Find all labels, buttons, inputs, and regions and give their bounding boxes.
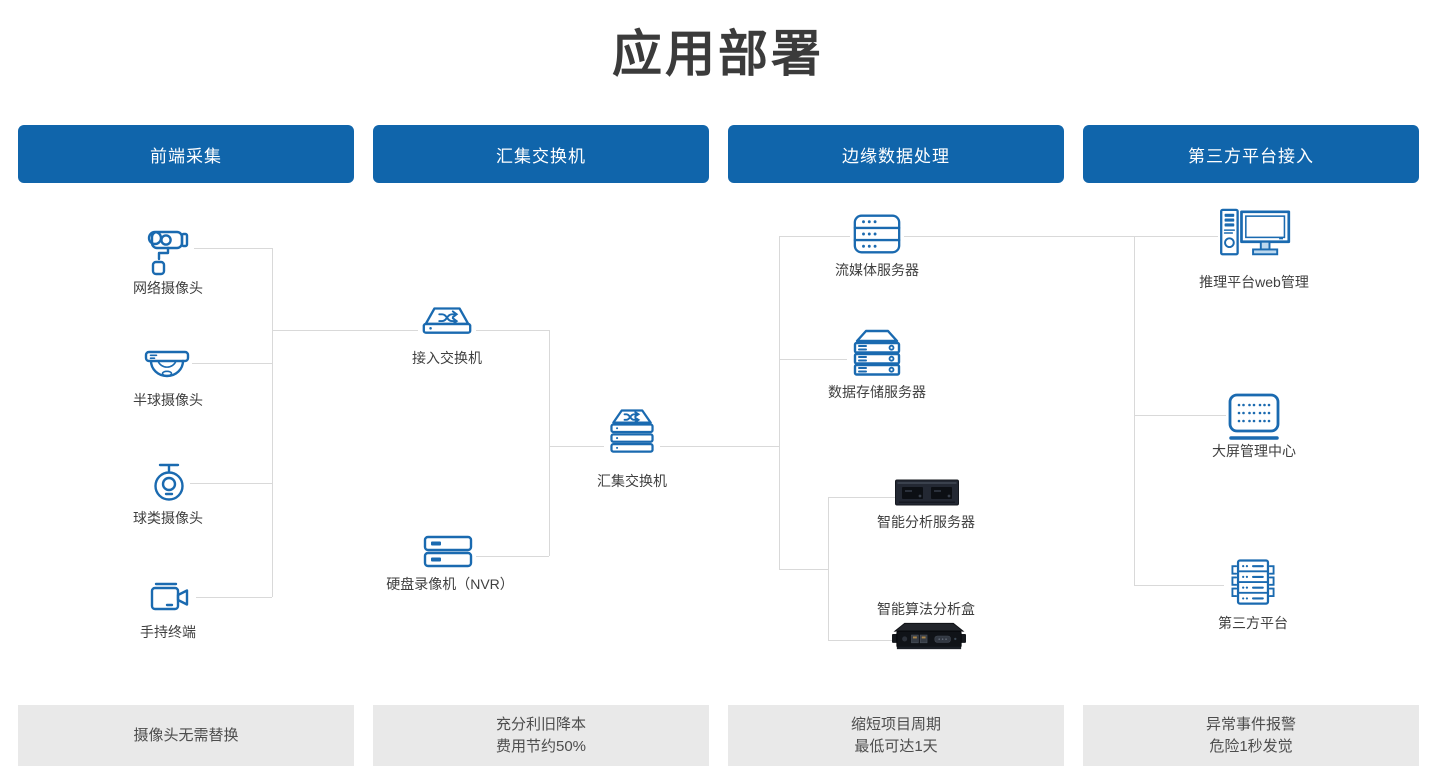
nvr-icon <box>420 534 476 570</box>
connector-line <box>1134 585 1224 586</box>
footer-line: 费用节约50% <box>495 737 587 755</box>
analysis-box-image <box>892 618 966 654</box>
page-title: 应用部署 <box>612 26 824 82</box>
inference-web-icon <box>1218 206 1292 262</box>
node-label-analysis-server: 智能分析服务器 <box>877 514 975 530</box>
footer-line: 缩短项目周期 <box>850 715 941 733</box>
header-aggregation-switch: 汇集交换机 <box>373 125 709 183</box>
node-label-inference-web: 推理平台web管理 <box>1199 274 1309 290</box>
connector-line <box>904 236 1134 237</box>
ball-camera-icon <box>146 460 192 508</box>
footer-line: 最低可达1天 <box>854 737 938 755</box>
connector-line <box>549 446 604 447</box>
streaming-server-icon <box>850 210 904 258</box>
footer-line: 充分利旧降本 <box>495 715 586 733</box>
connector-line <box>272 248 273 597</box>
node-label-handheld-terminal: 手持终端 <box>140 624 196 640</box>
node-label-aggregation-switch: 汇集交换机 <box>597 473 667 489</box>
connector-line <box>194 248 272 249</box>
connector-line <box>1134 236 1218 237</box>
node-label-nvr: 硬盘录像机（NVR） <box>386 576 514 592</box>
footer-edge-processing: 缩短项目周期 最低可达1天 <box>728 705 1064 766</box>
connector-line <box>190 483 272 484</box>
footer-line: 摄像头无需替换 <box>133 726 239 744</box>
connector-line <box>779 359 847 360</box>
footer-front-collection: 摄像头无需替换 <box>18 705 354 766</box>
node-label-storage-server: 数据存储服务器 <box>828 384 926 400</box>
dome-camera-icon <box>142 344 194 388</box>
connector-line <box>779 569 828 570</box>
header-third-party-access: 第三方平台接入 <box>1083 125 1419 183</box>
connector-line <box>1134 236 1135 585</box>
node-label-big-screen: 大屏管理中心 <box>1212 443 1296 459</box>
connector-line <box>828 497 829 641</box>
connector-line <box>779 236 780 570</box>
connector-line <box>828 497 895 498</box>
third-party-icon <box>1224 556 1282 610</box>
analysis-server-image <box>895 478 959 508</box>
footer-aggregation-switch: 充分利旧降本 费用节约50% <box>373 705 709 766</box>
node-label-dome-camera: 半球摄像头 <box>133 392 203 408</box>
node-label-network-camera: 网络摄像头 <box>133 280 203 296</box>
connector-line <box>1134 415 1226 416</box>
big-screen-icon <box>1226 392 1282 442</box>
node-label-third-party: 第三方平台 <box>1218 615 1288 631</box>
footer-line: 危险1秒发觉 <box>1209 737 1293 755</box>
connector-line <box>779 236 850 237</box>
connector-line <box>196 597 272 598</box>
connector-line <box>476 556 549 557</box>
node-label-ball-camera: 球类摄像头 <box>133 510 203 526</box>
header-front-collection: 前端采集 <box>18 125 354 183</box>
connector-line <box>660 446 779 447</box>
handheld-terminal-icon <box>144 580 194 620</box>
aggregation-switch-icon <box>604 406 660 458</box>
access-switch-icon <box>418 304 476 342</box>
connector-line <box>828 640 892 641</box>
storage-server-icon <box>847 326 907 380</box>
connector-line <box>272 330 418 331</box>
connector-line <box>476 330 549 331</box>
node-label-streaming-server: 流媒体服务器 <box>835 262 919 278</box>
footer-third-party-access: 异常事件报警 危险1秒发觉 <box>1083 705 1419 766</box>
node-label-access-switch: 接入交换机 <box>412 350 482 366</box>
bullet-camera-icon <box>142 226 194 278</box>
header-edge-processing: 边缘数据处理 <box>728 125 1064 183</box>
node-label-analysis-box: 智能算法分析盒 <box>877 601 975 617</box>
connector-line <box>192 363 272 364</box>
connector-line <box>549 330 550 556</box>
footer-line: 异常事件报警 <box>1205 715 1296 733</box>
